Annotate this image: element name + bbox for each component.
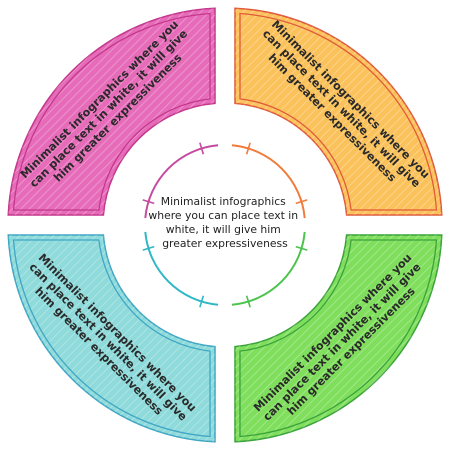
inner-ring-arc: [231, 231, 306, 306]
inner-ring-arc: [144, 144, 219, 219]
segment-inner-border: [12, 12, 211, 211]
segment-inner-border: [12, 239, 211, 438]
inner-ring-notch: [295, 245, 308, 251]
inner-ring-notch: [295, 199, 308, 205]
center-text: Minimalist infographics where you can pl…: [148, 195, 301, 250]
center-text-line: Minimalist infographics: [161, 195, 286, 208]
inner-ring-notch: [142, 199, 155, 205]
center-text-line: greater expressiveness: [162, 237, 288, 250]
inner-ring-notch: [245, 142, 251, 155]
segment-bottom-right: Minimalist infographics where youcan pla…: [234, 234, 443, 443]
segment-inner-border: [239, 12, 438, 211]
segment-stripes: [8, 8, 216, 216]
inner-ring-arc: [231, 144, 306, 219]
segment-stripes: [235, 8, 442, 216]
segment-stripes: [8, 235, 216, 442]
inner-ring: [142, 142, 308, 308]
segment-bottom-left: Minimalist infographics where youcan pla…: [7, 234, 216, 443]
segment-top-right: Minimalist infographics where youcan pla…: [234, 7, 443, 216]
center-text-line: where you can place text in: [148, 209, 298, 222]
segment-inner-border: [239, 239, 438, 438]
segment-top-left: Minimalist infographics where youcan pla…: [7, 7, 216, 216]
inner-ring-notch: [142, 245, 155, 251]
inner-ring-notch: [245, 295, 251, 308]
inner-ring-notch: [199, 295, 205, 308]
inner-ring-arc: [144, 231, 219, 306]
center-text-line: white, it will give him: [166, 223, 281, 236]
segment-stripes: [235, 235, 442, 442]
inner-ring-notch: [199, 142, 205, 155]
